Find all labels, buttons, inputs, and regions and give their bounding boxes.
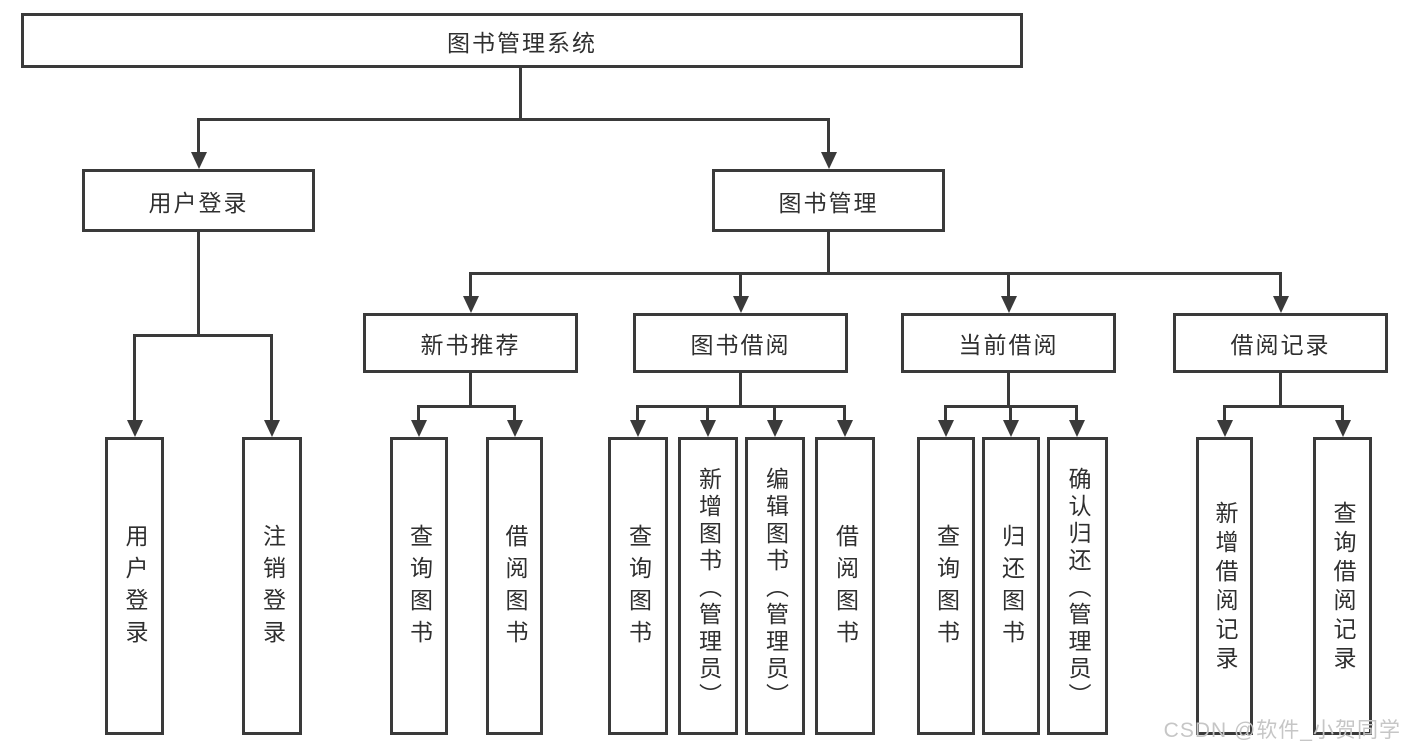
- node-book-borrow: 图书借阅: [633, 313, 848, 373]
- connector-leaf-drop: [417, 405, 420, 421]
- leaf-query-books-3: 查询图书: [917, 437, 975, 735]
- leaf-edit-books-admin-label: 编辑图书（管理员）: [762, 466, 789, 710]
- arrowhead-book-borrow: [732, 296, 749, 313]
- arrowhead-leaf: [1334, 420, 1351, 437]
- node-borrow-records: 借阅记录: [1173, 313, 1388, 373]
- leaf-query-borrow-record-label: 查询借阅记录: [1330, 501, 1356, 675]
- connector-new-books-rail: [417, 405, 516, 408]
- leaf-logout: 注销登录: [242, 437, 302, 735]
- leaf-user-login-label: 用户登录: [122, 524, 148, 652]
- leaf-confirm-return-admin-label: 确认归还（管理员）: [1065, 466, 1091, 710]
- arrowhead-leaf: [126, 420, 143, 437]
- connector-level3-drop: [739, 272, 742, 298]
- connector-leaf-drop: [1009, 405, 1012, 421]
- node-current-borrow: 当前借阅: [901, 313, 1116, 373]
- arrowhead-leaf: [629, 420, 646, 437]
- leaf-borrow-books-1-label: 借阅图书: [502, 524, 528, 652]
- connector-leaf-drop: [773, 405, 776, 421]
- connector-leaf-drop: [133, 334, 136, 421]
- root-node-label: 图书管理系统: [447, 29, 597, 56]
- connector-leaf-drop: [843, 405, 846, 421]
- connector-borrow-records-rail: [1223, 405, 1343, 408]
- connector-level3-drop: [1279, 272, 1282, 298]
- arrowhead-user-login: [190, 152, 207, 169]
- leaf-add-books-admin: 新增图书（管理员）: [678, 437, 738, 735]
- connector-leaf-drop: [636, 405, 639, 421]
- node-borrow-records-label: 借阅记录: [1230, 332, 1331, 358]
- connector-book-mgmt-stem: [827, 232, 830, 275]
- node-book-management: 图书管理: [712, 169, 945, 232]
- connector-leaf-drop: [513, 405, 516, 421]
- leaf-query-books-1-label: 查询图书: [406, 524, 433, 652]
- connector-user-login-drop: [197, 118, 200, 154]
- leaf-query-borrow-record: 查询借阅记录: [1313, 437, 1372, 735]
- leaf-return-books-label: 归还图书: [998, 524, 1025, 652]
- arrowhead-borrow-records: [1272, 296, 1289, 313]
- connector-leaf-drop: [944, 405, 947, 421]
- connector-book-mgmt-drop: [827, 118, 830, 154]
- arrowhead-book-mgmt: [820, 152, 837, 169]
- connector-leaf-drop: [1341, 405, 1344, 421]
- connector-leaf-drop: [270, 334, 273, 421]
- leaf-add-borrow-record-label: 新增借阅记录: [1212, 501, 1238, 675]
- arrowhead-leaf: [836, 420, 853, 437]
- leaf-add-books-admin-label: 新增图书（管理员）: [695, 466, 722, 710]
- arrowhead-current-borrow: [1000, 296, 1017, 313]
- connector-borrow-records-stem: [1279, 373, 1282, 408]
- connector-root-stem: [519, 68, 522, 118]
- connector-book-borrow-rail: [636, 405, 846, 408]
- connector-book-borrow-stem: [739, 373, 742, 408]
- arrowhead-new-books: [462, 296, 479, 313]
- connector-leaf-drop: [706, 405, 709, 421]
- arrowhead-leaf: [766, 420, 783, 437]
- arrowhead-leaf: [263, 420, 280, 437]
- connector-leaf-drop: [1223, 405, 1226, 421]
- csdn-watermark: CSDN @软件_小贺同学: [1163, 719, 1401, 742]
- leaf-query-books-3-label: 查询图书: [933, 524, 960, 652]
- connector-user-login-rail: [133, 334, 273, 337]
- leaf-add-borrow-record: 新增借阅记录: [1196, 437, 1253, 735]
- leaf-confirm-return-admin: 确认归还（管理员）: [1047, 437, 1108, 735]
- leaf-return-books: 归还图书: [982, 437, 1040, 735]
- leaf-query-books-2: 查询图书: [608, 437, 668, 735]
- leaf-user-login: 用户登录: [105, 437, 164, 735]
- connector-level3-drop: [469, 272, 472, 298]
- connector-user-login-stem: [197, 232, 200, 337]
- node-book-management-label: 图书管理: [778, 189, 879, 216]
- connector-new-books-stem: [469, 373, 472, 408]
- node-new-book-recommend-label: 新书推荐: [420, 332, 521, 358]
- arrowhead-leaf: [1002, 420, 1019, 437]
- connector-current-borrow-stem: [1007, 373, 1010, 408]
- arrowhead-leaf: [410, 420, 427, 437]
- leaf-borrow-books-2: 借阅图书: [815, 437, 875, 735]
- node-book-borrow-label: 图书借阅: [690, 332, 791, 358]
- node-user-login: 用户登录: [82, 169, 315, 232]
- arrowhead-leaf: [1216, 420, 1233, 437]
- arrowhead-leaf: [937, 420, 954, 437]
- arrowhead-leaf: [699, 420, 716, 437]
- connector-level3-drop: [1007, 272, 1010, 298]
- leaf-query-books-1: 查询图书: [390, 437, 448, 735]
- connector-level2-rail: [197, 118, 830, 121]
- node-new-book-recommend: 新书推荐: [363, 313, 578, 373]
- arrowhead-leaf: [506, 420, 523, 437]
- node-current-borrow-label: 当前借阅: [958, 332, 1059, 358]
- leaf-edit-books-admin: 编辑图书（管理员）: [745, 437, 805, 735]
- root-node-library-system: 图书管理系统: [21, 13, 1023, 68]
- connector-level3-rail: [469, 272, 1282, 275]
- leaf-borrow-books-2-label: 借阅图书: [832, 524, 859, 652]
- node-user-login-label: 用户登录: [148, 189, 249, 216]
- connector-leaf-drop: [1075, 405, 1078, 421]
- leaf-query-books-2-label: 查询图书: [625, 524, 652, 652]
- leaf-borrow-books-1: 借阅图书: [486, 437, 543, 735]
- leaf-logout-label: 注销登录: [259, 524, 286, 652]
- arrowhead-leaf: [1068, 420, 1085, 437]
